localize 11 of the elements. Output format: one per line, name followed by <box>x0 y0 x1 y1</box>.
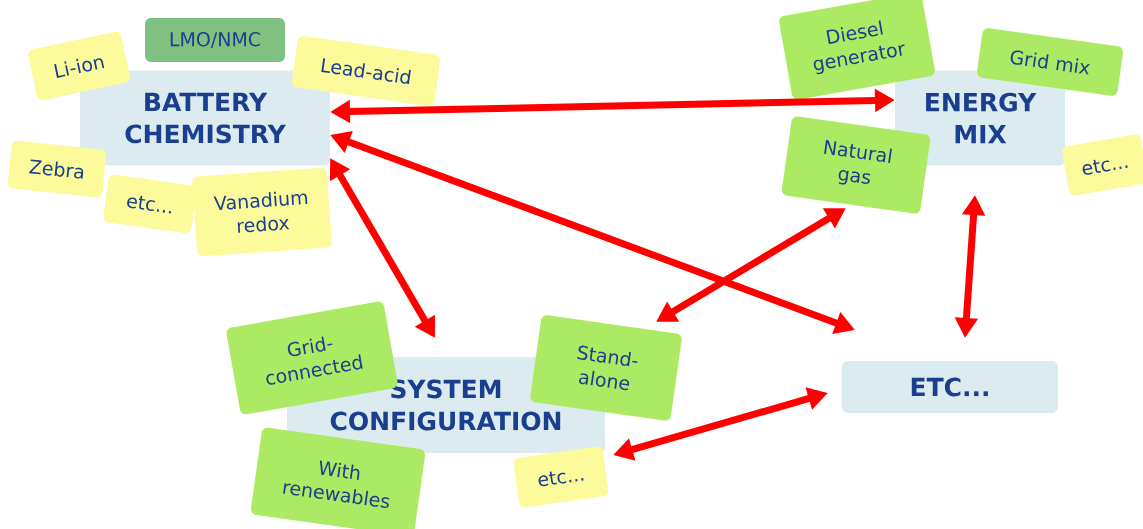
tag-box: Li-ion <box>28 31 130 101</box>
tag-box: LMO/NMC <box>145 18 285 62</box>
tag-box: etc... <box>1062 134 1143 196</box>
tag-box: Vanadium redox <box>192 167 332 257</box>
tag-box: etc... <box>103 174 197 234</box>
tag-box: Lead-acid <box>291 36 441 106</box>
tag-box: Natural gas <box>781 116 931 214</box>
node-label: etc... <box>127 195 172 214</box>
tag-box: etc... <box>513 446 609 508</box>
topic-box: ETC... <box>842 361 1058 413</box>
tag-box: Zebra <box>7 140 107 198</box>
